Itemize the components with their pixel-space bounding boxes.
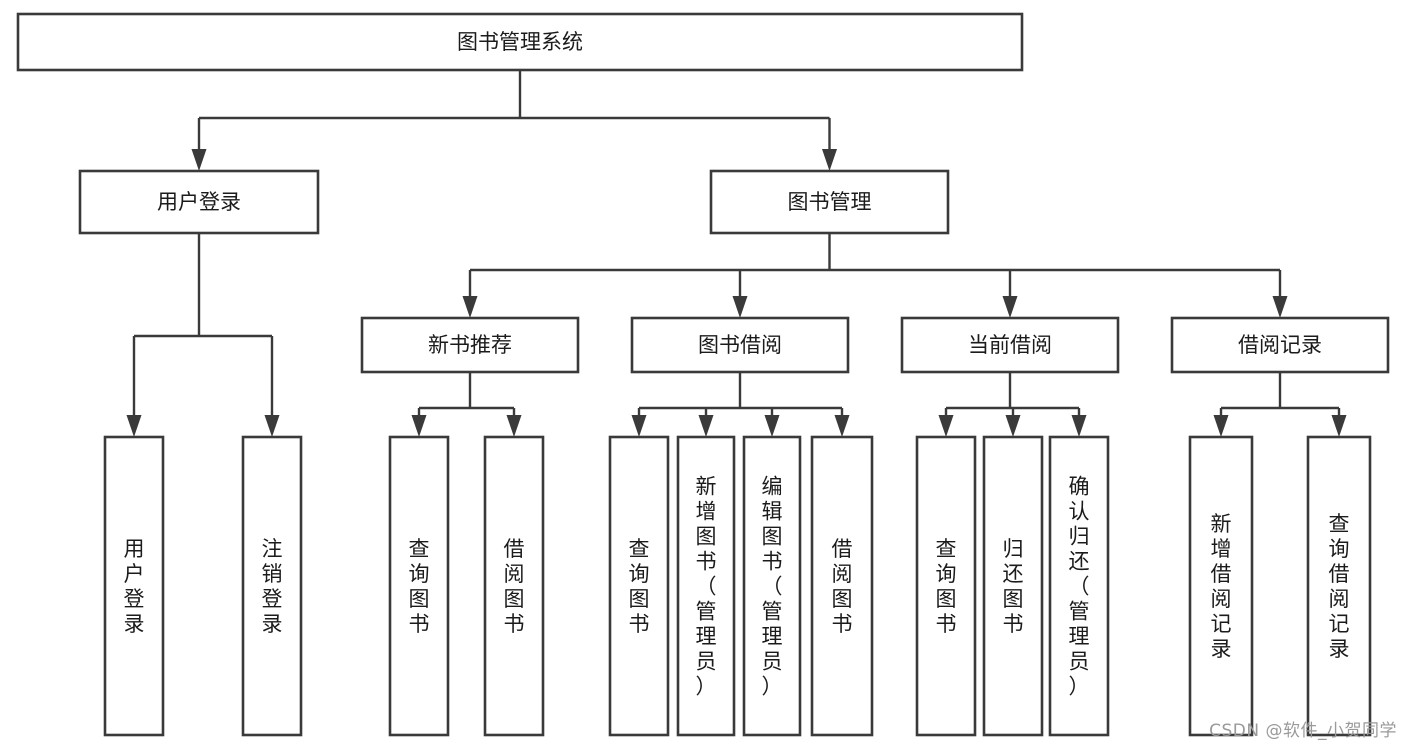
arrow-head-icon	[462, 296, 478, 318]
nodes-layer: 图书管理系统用户登录图书管理新书推荐图书借阅当前借阅借阅记录用户登录注销登录查询…	[16, 12, 1390, 737]
arrow-head-icon	[264, 415, 280, 437]
node-box[interactable]	[16, 12, 1024, 72]
node-label: 新书推荐	[428, 333, 512, 357]
node-label: 图书管理	[788, 190, 872, 214]
node-box[interactable]	[78, 169, 320, 235]
node-leaf-confirm-return[interactable]: 确认归还（管理员）	[1048, 435, 1110, 737]
node-new-book-recommend[interactable]: 新书推荐	[360, 316, 580, 374]
node-leaf-user-login[interactable]: 用户登录	[103, 435, 165, 737]
node-box[interactable]	[103, 435, 165, 737]
node-box[interactable]	[1306, 435, 1372, 737]
connector-group	[411, 372, 522, 437]
arrow-head-icon	[631, 415, 647, 437]
node-leaf-query-book-3[interactable]: 查询图书	[915, 435, 977, 737]
arrow-head-icon	[764, 415, 780, 437]
arrow-head-icon	[1331, 415, 1347, 437]
arrow-head-icon	[1002, 296, 1018, 318]
arrow-head-icon	[698, 415, 714, 437]
node-label: 查询借阅记录	[1329, 512, 1350, 661]
node-user-login[interactable]: 用户登录	[78, 169, 320, 235]
node-box[interactable]	[1048, 435, 1110, 737]
node-leaf-return-book[interactable]: 归还图书	[982, 435, 1044, 737]
arrow-head-icon	[506, 415, 522, 437]
node-label: 图书借阅	[698, 333, 782, 357]
node-leaf-borrow-book-2[interactable]: 借阅图书	[810, 435, 874, 737]
node-label: 借阅记录	[1238, 333, 1322, 357]
arrow-head-icon	[126, 415, 142, 437]
node-borrow-record[interactable]: 借阅记录	[1170, 316, 1390, 374]
node-label: 新增借阅记录	[1211, 512, 1232, 661]
node-box[interactable]	[241, 435, 303, 737]
node-leaf-query-book-2[interactable]: 查询图书	[608, 435, 670, 737]
node-current-borrow[interactable]: 当前借阅	[900, 316, 1120, 374]
node-leaf-add-record[interactable]: 新增借阅记录	[1188, 435, 1254, 737]
node-label: 查询图书	[409, 537, 430, 636]
node-box[interactable]	[915, 435, 977, 737]
node-box[interactable]	[360, 316, 580, 374]
node-leaf-query-book-1[interactable]: 查询图书	[388, 435, 450, 737]
connector-group	[938, 372, 1087, 437]
node-book-manage[interactable]: 图书管理	[709, 169, 950, 235]
node-box[interactable]	[1188, 435, 1254, 737]
node-label: 查询图书	[936, 537, 957, 636]
node-label: 用户登录	[157, 190, 241, 214]
node-leaf-edit-book[interactable]: 编辑图书（管理员）	[742, 435, 802, 737]
connector-group	[462, 233, 1288, 318]
arrow-head-icon	[1005, 415, 1021, 437]
node-box[interactable]	[676, 435, 736, 737]
node-box[interactable]	[630, 316, 850, 374]
connector-group	[1213, 372, 1347, 437]
node-label: 用户登录	[124, 537, 145, 636]
node-box[interactable]	[810, 435, 874, 737]
node-box[interactable]	[900, 316, 1120, 374]
connector-group	[631, 372, 850, 437]
node-label: 查询图书	[629, 537, 650, 636]
node-label: 新增图书（管理员）	[696, 475, 717, 699]
arrow-head-icon	[411, 415, 427, 437]
node-label: 借阅图书	[832, 537, 853, 636]
arrow-head-icon	[1071, 415, 1087, 437]
node-box[interactable]	[608, 435, 670, 737]
node-label: 确认归还（管理员）	[1069, 475, 1090, 699]
connectors-layer	[126, 70, 1347, 437]
node-box[interactable]	[1170, 316, 1390, 374]
node-box[interactable]	[388, 435, 450, 737]
node-leaf-query-record[interactable]: 查询借阅记录	[1306, 435, 1372, 737]
connector-group	[191, 70, 837, 171]
node-box[interactable]	[483, 435, 545, 737]
connector-group	[126, 233, 280, 437]
arrow-head-icon	[1213, 415, 1229, 437]
arrow-head-icon	[834, 415, 850, 437]
node-label: 注销登录	[262, 537, 283, 636]
node-book-borrow[interactable]: 图书借阅	[630, 316, 850, 374]
node-box[interactable]	[709, 169, 950, 235]
arrow-head-icon	[1272, 296, 1288, 318]
node-box[interactable]	[982, 435, 1044, 737]
node-box[interactable]	[742, 435, 802, 737]
node-leaf-add-book[interactable]: 新增图书（管理员）	[676, 435, 736, 737]
node-root[interactable]: 图书管理系统	[16, 12, 1024, 72]
node-label: 图书管理系统	[457, 30, 583, 54]
arrow-head-icon	[938, 415, 954, 437]
arrow-head-icon	[191, 149, 207, 171]
node-leaf-user-logout[interactable]: 注销登录	[241, 435, 303, 737]
arrow-head-icon	[822, 149, 837, 171]
arrow-head-icon	[732, 296, 748, 318]
node-label: 编辑图书（管理员）	[762, 475, 783, 699]
node-label: 归还图书	[1003, 537, 1024, 636]
node-leaf-borrow-book-1[interactable]: 借阅图书	[483, 435, 545, 737]
node-label: 当前借阅	[968, 333, 1052, 357]
node-label: 借阅图书	[504, 537, 525, 636]
